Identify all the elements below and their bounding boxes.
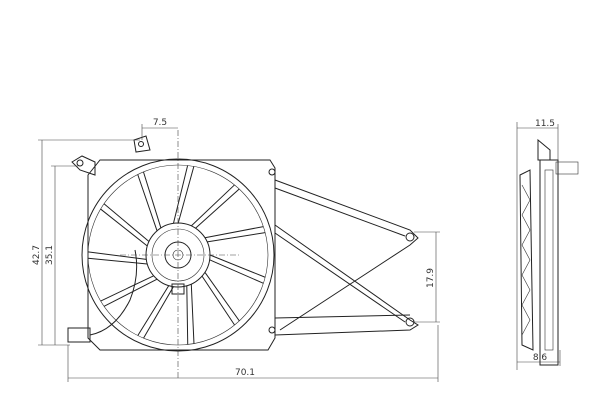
mount-ear-left (71, 155, 96, 176)
fan-spoke (201, 272, 240, 326)
fan-spoke (186, 284, 195, 345)
fan-spoke (190, 184, 240, 229)
dim-overall-width: 70.1 (235, 368, 255, 378)
side-view: 11.5 8.6 (516, 119, 579, 370)
dimension-lines (38, 124, 440, 382)
fan-spoke (172, 165, 195, 224)
fan-spoke (137, 285, 174, 339)
fan-spokes (87, 165, 266, 345)
fan-spoke (87, 251, 148, 265)
wire (89, 249, 138, 336)
side-blades (519, 169, 534, 351)
support-bracket (268, 168, 419, 336)
fan-spoke (204, 226, 266, 243)
connector (67, 327, 91, 343)
dim-hub-offset: 7.5 (153, 118, 167, 128)
dim-overall-height: 42.7 (32, 245, 42, 265)
dim-mount-height: 35.1 (45, 245, 55, 265)
front-view: 42.7 35.1 7.5 70.1 17.9 (32, 118, 440, 382)
dim-bracket-height: 17.9 (426, 268, 436, 288)
side-shroud (539, 159, 559, 366)
fan-spoke (100, 203, 150, 247)
dim-bottom-depth: 8.6 (533, 353, 548, 363)
dim-top-depth: 11.5 (535, 119, 555, 129)
fan-spoke (137, 171, 162, 231)
fan-spoke (209, 254, 266, 284)
shroud-frame (87, 159, 276, 351)
fan-spoke (100, 275, 158, 307)
